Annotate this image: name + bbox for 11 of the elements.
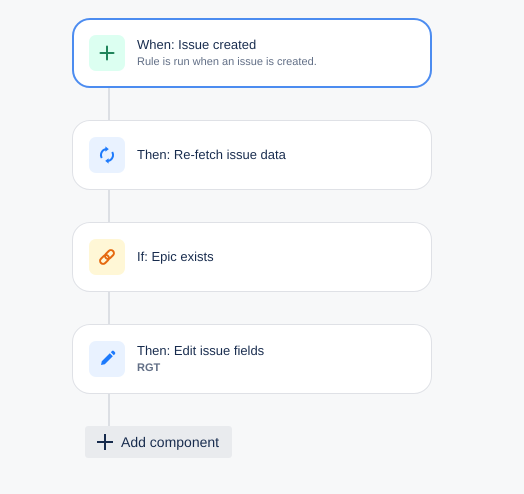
- step-title: If: Epic exists: [137, 248, 215, 266]
- trigger-card: [72, 18, 432, 88]
- step-detail: RGT: [137, 361, 162, 376]
- add-component-button: Add component: [85, 426, 232, 458]
- step-description: Rule is run when an issue is created.: [137, 55, 318, 70]
- step-title: When: Issue created: [137, 36, 258, 54]
- step-title: Then: Re-fetch issue data: [137, 146, 287, 164]
- condition-card: [72, 222, 432, 292]
- action-card: [72, 324, 432, 394]
- step-title: Then: Edit issue fields: [137, 342, 266, 360]
- action-card: [72, 120, 432, 190]
